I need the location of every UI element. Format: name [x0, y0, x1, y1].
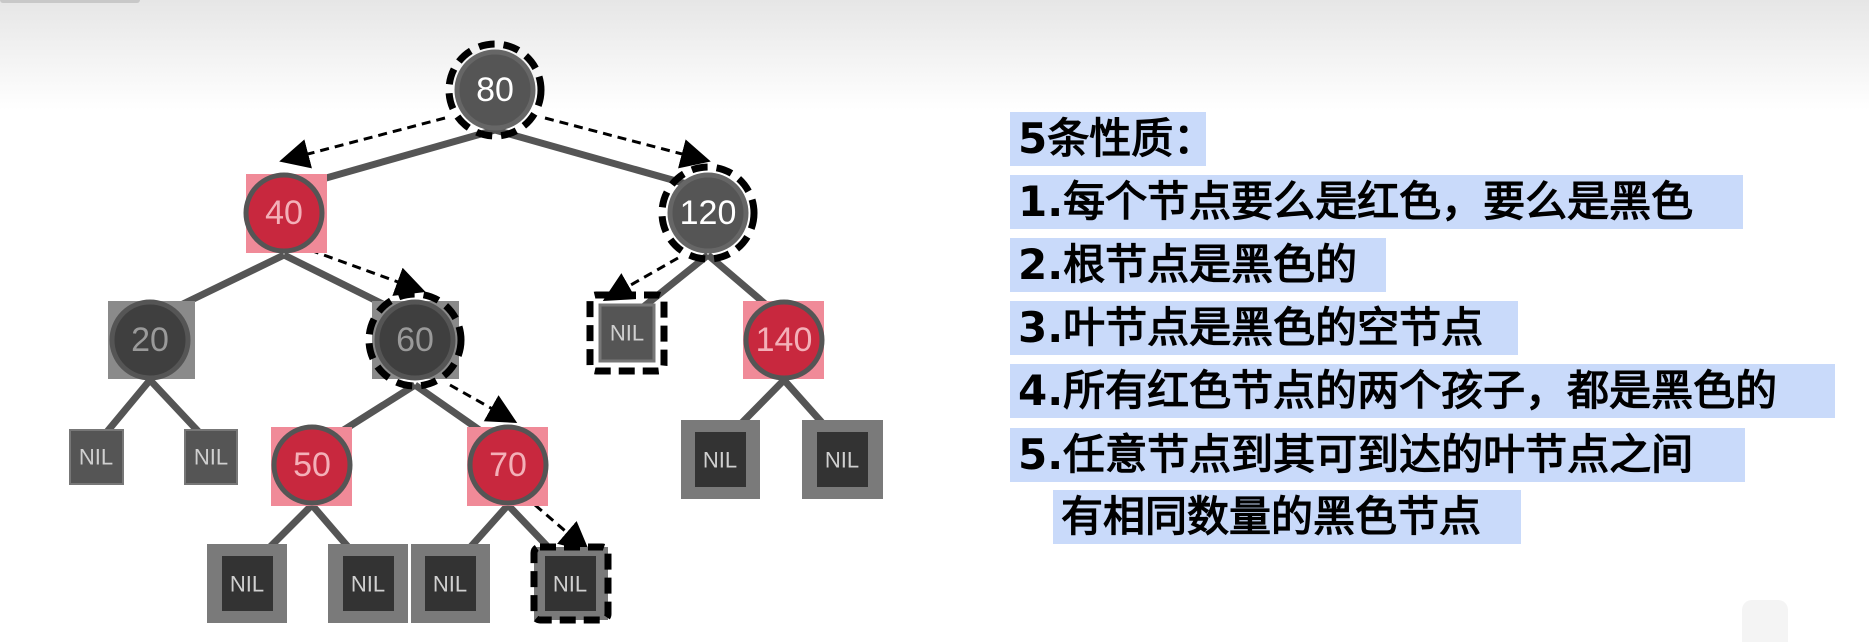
nil-leaf-120-left: NIL: [586, 291, 668, 375]
property-3: 3.叶节点是黑色的空节点: [1010, 301, 1518, 355]
node-80-label: 80: [476, 71, 514, 109]
nil-label: NIL: [230, 572, 264, 597]
property-4: 4.所有红色节点的两个孩子，都是黑色的: [1010, 364, 1835, 418]
nil-label: NIL: [351, 572, 385, 597]
app-logo-icon: [1742, 600, 1788, 642]
node-20-label: 20: [131, 321, 169, 359]
node-60: 60: [365, 290, 465, 390]
nil-leaf: NIL: [69, 429, 124, 485]
nil-leaf: NIL: [411, 544, 490, 623]
node-50-label: 50: [293, 446, 331, 484]
properties-title: 5条性质：: [1010, 112, 1215, 166]
nil-label: NIL: [610, 321, 644, 346]
nil-leaf: NIL: [184, 429, 238, 485]
node-70-label: 70: [489, 446, 527, 484]
top-tab: [0, 0, 140, 3]
node-140: 140: [743, 299, 825, 381]
nil-label: NIL: [79, 445, 113, 470]
node-140-label: 140: [756, 321, 813, 359]
nil-leaf: NIL: [681, 420, 760, 499]
node-120: 120: [658, 163, 758, 263]
nil-leaf-highlighted: NIL: [530, 543, 612, 624]
node-40-label: 40: [265, 194, 303, 232]
node-20: 20: [108, 299, 195, 381]
node-40: 40: [243, 172, 327, 254]
nil-label: NIL: [703, 448, 737, 473]
nil-label: NIL: [825, 448, 859, 473]
node-80: 80: [445, 40, 545, 140]
property-5-continued: 有相同数量的黑色节点: [1053, 490, 1521, 544]
node-60-label: 60: [396, 321, 434, 359]
path-arrows: [279, 116, 711, 552]
nil-label: NIL: [553, 572, 587, 597]
nil-leaf: NIL: [207, 544, 287, 623]
nil-leaf: NIL: [802, 420, 883, 499]
node-70: 70: [467, 424, 549, 506]
property-5: 5.任意节点到其可到达的叶节点之间: [1010, 428, 1745, 482]
nil-leaf: NIL: [328, 544, 408, 623]
nil-label: NIL: [433, 572, 467, 597]
top-gradient: [0, 0, 1869, 110]
node-120-label: 120: [680, 194, 737, 232]
property-2: 2.根节点是黑色的: [1010, 238, 1386, 292]
nil-label: NIL: [194, 445, 228, 470]
node-50: 50: [271, 424, 353, 506]
property-1: 1.每个节点要么是红色，要么是黑色: [1010, 175, 1743, 229]
